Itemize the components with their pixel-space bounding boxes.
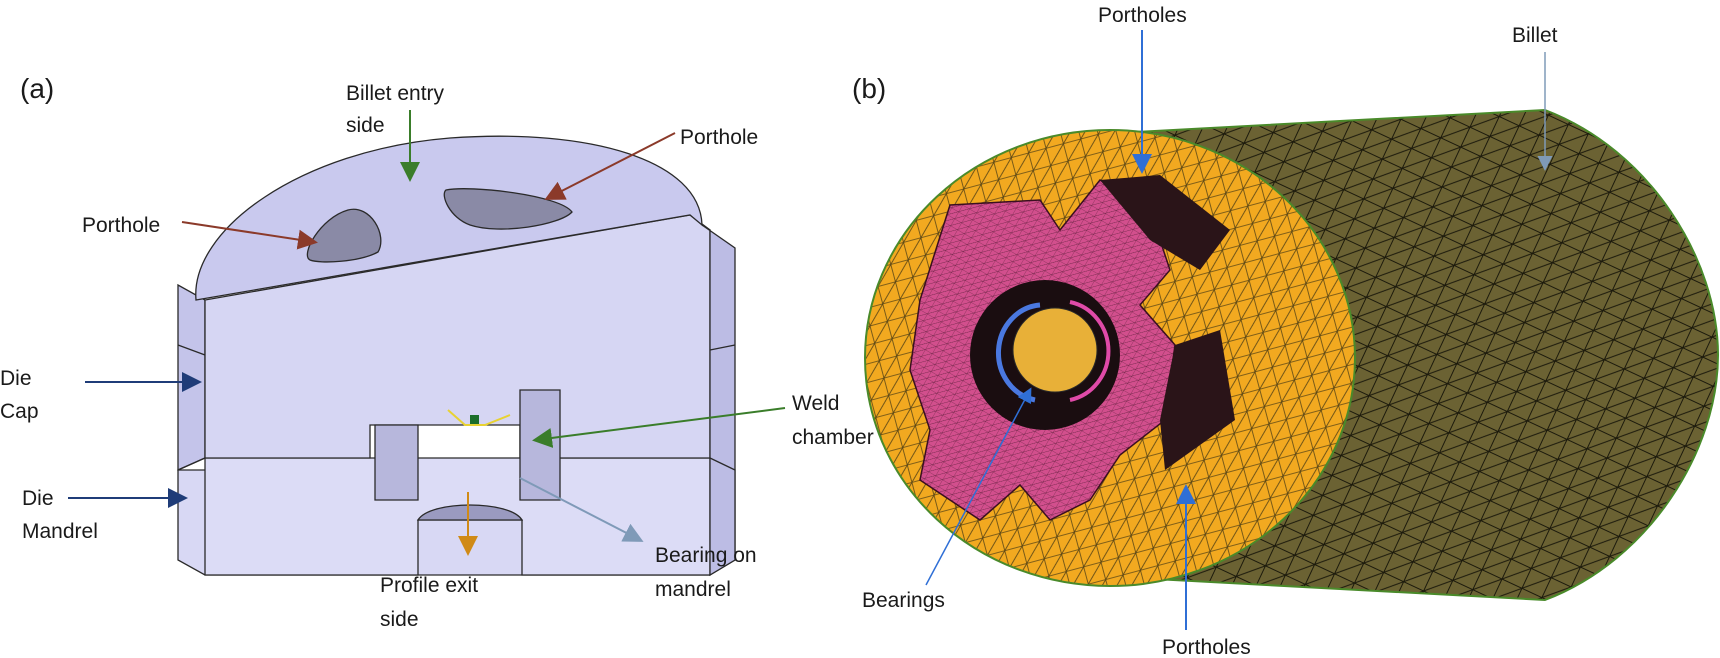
label-weld-1: Weld	[792, 392, 839, 415]
label-porthole-right: Porthole	[680, 126, 758, 149]
bearing-ring-pink	[1069, 300, 1111, 402]
label-die-cap-2: Cap	[0, 400, 39, 423]
label-portholes-top: Portholes	[1098, 4, 1187, 27]
arrow-weld-chamber	[532, 407, 786, 448]
label-profile-2: side	[380, 608, 419, 631]
arrow-porthole-right	[544, 132, 676, 200]
label-die-mandrel-1: Die	[22, 487, 54, 510]
label-bearing-2: mandrel	[655, 578, 731, 601]
label-billet-entry-1: Billet entry	[346, 82, 445, 105]
profile-exit	[416, 504, 524, 521]
porthole-pocket-top	[1100, 175, 1230, 270]
label-bearing-1: Bearing on	[655, 544, 757, 567]
panel-a: (a) Bille	[0, 73, 874, 631]
right-side	[701, 224, 736, 577]
label-portholes-bottom: Portholes	[1162, 636, 1251, 658]
label-porthole-left: Porthole	[82, 214, 160, 237]
weld-chamber-right	[519, 389, 561, 501]
arrow-bearings	[925, 387, 1032, 586]
label-billet: Billet	[1512, 24, 1558, 47]
die-cap-body	[177, 283, 206, 472]
panel-a-tag: (a)	[20, 73, 54, 104]
cap-step	[177, 344, 736, 471]
weld-marker-node	[470, 415, 479, 424]
label-weld-2: chamber	[792, 426, 874, 449]
die-model	[177, 135, 736, 577]
panel-b: (b) Portholes Billet Bearings Portholes	[852, 4, 1720, 658]
weld-chamber	[374, 424, 419, 501]
label-billet-entry-2: side	[346, 114, 385, 137]
weld-marker-line	[447, 409, 511, 426]
label-die-mandrel-2: Mandrel	[22, 520, 98, 543]
label-bearings: Bearings	[862, 589, 945, 612]
mandrel-core	[1012, 307, 1098, 393]
label-profile-1: Profile exit	[380, 574, 478, 597]
porthole-right-opening	[443, 188, 573, 230]
label-die-cap-1: Die	[0, 367, 32, 390]
arrow-porthole-left	[181, 221, 318, 250]
panel-b-tag: (b)	[852, 73, 886, 104]
arrow-bearing	[519, 477, 644, 542]
porthole-pocket-right	[1160, 330, 1235, 470]
